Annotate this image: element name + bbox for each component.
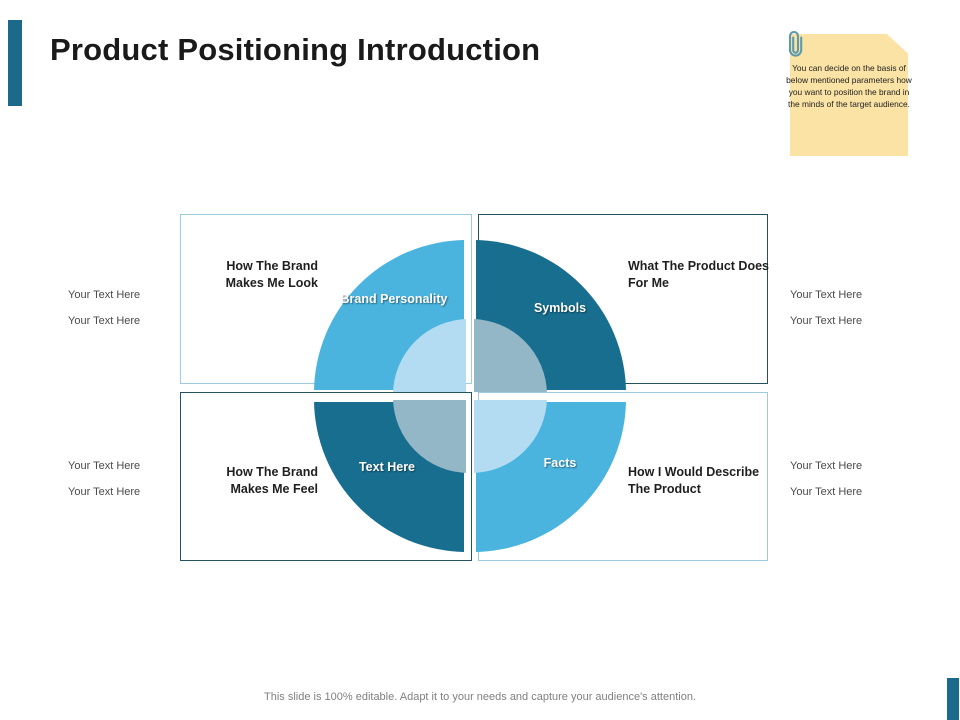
ring-label-facts: Facts xyxy=(543,456,577,470)
footer-note: This slide is 100% editable. Adapt it to… xyxy=(264,691,696,703)
placeholder-text[interactable]: Your Text Here xyxy=(790,289,863,301)
placeholder-text[interactable]: Your Text Here xyxy=(790,486,863,498)
paperclip-icon xyxy=(788,30,803,57)
placeholder-text[interactable]: Your Text Here xyxy=(68,486,141,498)
inner-segment-bottom-left xyxy=(393,400,466,473)
ring-label-brand-personality: Brand Personality xyxy=(340,292,448,306)
sticky-note-text: You can decide on the basis of below men… xyxy=(786,63,912,110)
placeholder-group-top-left: Your Text Here Your Text Here xyxy=(68,282,178,334)
inner-segment-top-right xyxy=(474,319,547,392)
quadrant-heading-top-right: What The Product Does For Me xyxy=(628,259,769,290)
placeholder-group-bottom-left: Your Text Here Your Text Here xyxy=(68,453,178,505)
sticky-note xyxy=(790,34,908,156)
placeholder-text[interactable]: Your Text Here xyxy=(790,315,863,327)
ring-label-symbols: Symbols xyxy=(533,301,587,315)
placeholder-text[interactable]: Your Text Here xyxy=(790,460,863,472)
placeholder-text[interactable]: Your Text Here xyxy=(68,460,141,472)
quadrant-donut-diagram xyxy=(314,240,626,552)
quadrant-heading-top-left: How The Brand Makes Me Look xyxy=(225,259,318,290)
placeholder-text[interactable]: Your Text Here xyxy=(68,289,141,301)
accent-bar-left xyxy=(8,20,22,106)
ring-label-text-here: Text Here xyxy=(358,460,416,474)
accent-bar-bottom-right xyxy=(947,678,959,720)
placeholder-group-top-right: Your Text Here Your Text Here xyxy=(790,282,910,334)
inner-segment-top-left xyxy=(393,319,466,392)
inner-segment-bottom-right xyxy=(474,400,547,473)
quadrant-heading-bottom-right: How I Would Describe The Product xyxy=(628,465,760,496)
placeholder-group-bottom-right: Your Text Here Your Text Here xyxy=(790,453,910,505)
page-title: Product Positioning Introduction xyxy=(50,32,541,67)
quadrant-heading-bottom-left: How The Brand Makes Me Feel xyxy=(226,465,318,496)
frame-box-bottom-left xyxy=(180,392,472,561)
placeholder-text[interactable]: Your Text Here xyxy=(68,315,141,327)
